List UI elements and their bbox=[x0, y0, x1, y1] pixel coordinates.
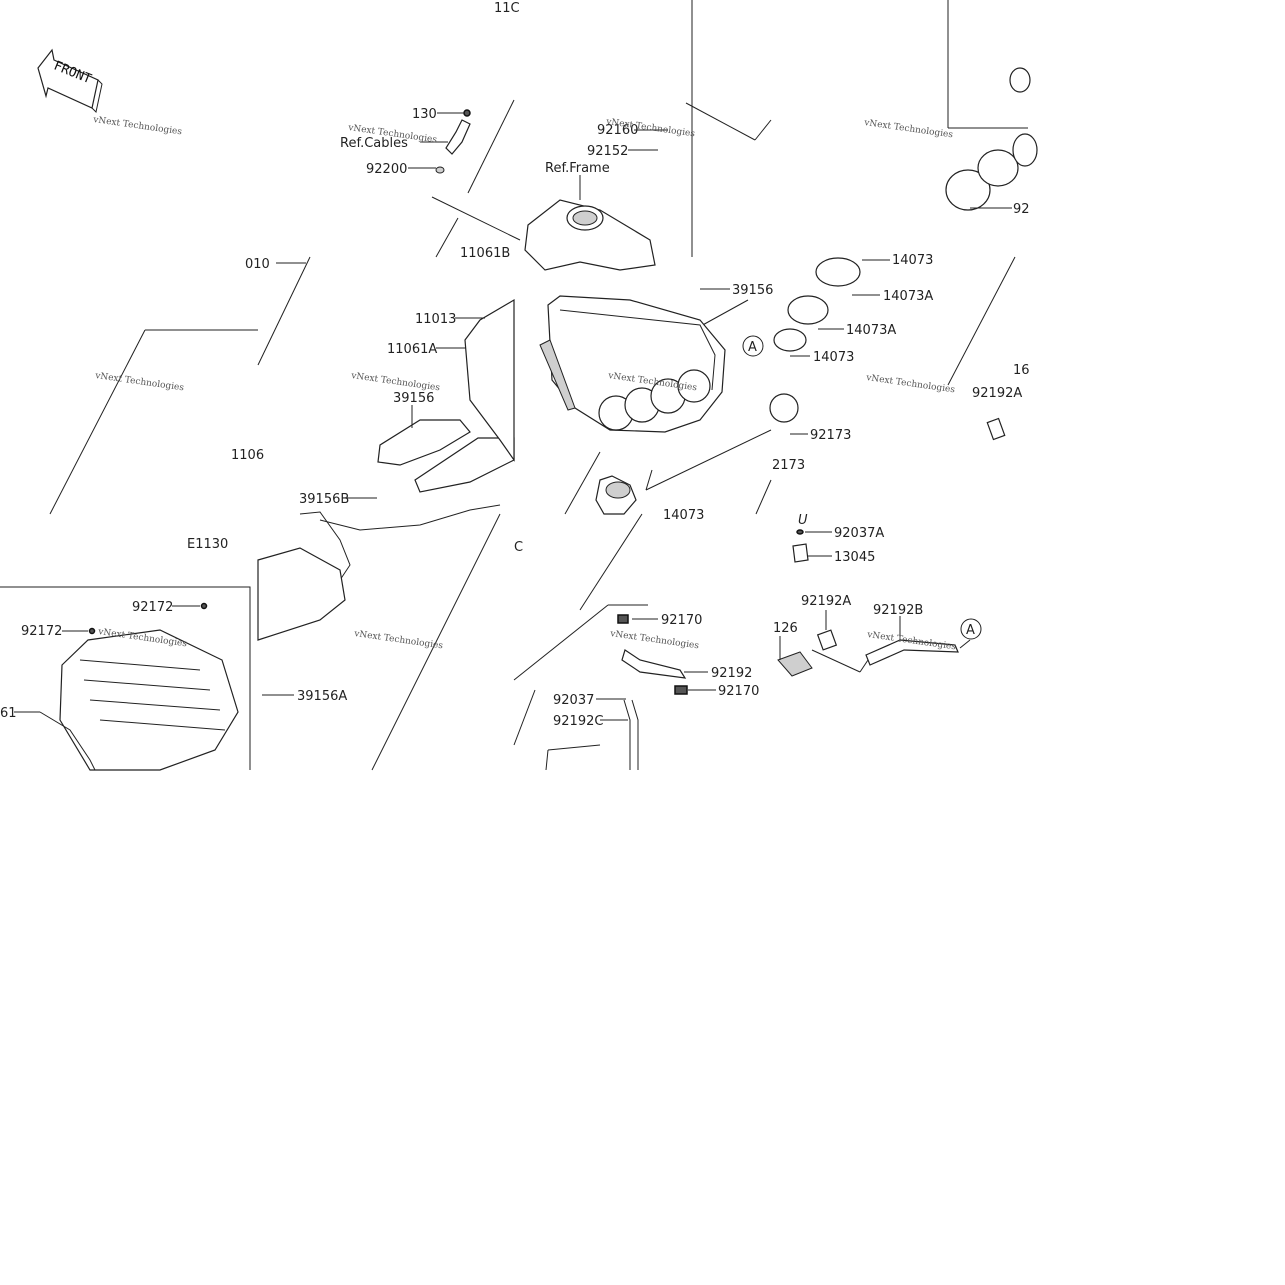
label-14073-3: 14073 bbox=[663, 508, 704, 523]
svg-text:vNext Technologies: vNext Technologies bbox=[94, 371, 185, 394]
part-labels: 11C 130 Ref.Cables 92200 92160 92152 Ref… bbox=[0, 1, 1030, 729]
svg-text:vNext Technologies: vNext Technologies bbox=[863, 118, 954, 141]
svg-text:vNext Technologies: vNext Technologies bbox=[609, 629, 700, 652]
intake-ring-parts bbox=[769, 67, 1038, 441]
label-14073a-2: 14073A bbox=[846, 323, 896, 338]
label-92160: 92160 bbox=[597, 123, 638, 138]
front-arrow-icon: FRONT bbox=[37, 48, 103, 114]
label-ref-cables: Ref.Cables bbox=[340, 136, 408, 151]
label-11061a: 11061A bbox=[387, 342, 437, 357]
label-14073a-1: 14073A bbox=[883, 289, 933, 304]
air-box-assembly bbox=[524, 199, 726, 515]
label-39156b: 39156B bbox=[299, 492, 349, 507]
label-92192a: 92192A bbox=[801, 594, 851, 609]
label-130: 130 bbox=[412, 107, 437, 122]
callout-a-lower: A bbox=[960, 618, 982, 640]
label-92172-2: 92172 bbox=[21, 624, 62, 639]
label-ref-frame: Ref.Frame bbox=[545, 161, 610, 176]
label-92037: 92037 bbox=[553, 693, 594, 708]
label-92192b: 92192B bbox=[873, 603, 923, 618]
label-92-right: 92 bbox=[1013, 202, 1030, 217]
watermarks: vNext Technologies vNext Technologies vN… bbox=[92, 115, 957, 653]
label-92173-2: 2173 bbox=[772, 458, 805, 473]
air-cleaner-cover bbox=[0, 586, 251, 771]
leader-lines bbox=[14, 129, 1012, 721]
label-61: 61 bbox=[0, 706, 17, 721]
label-92172-1: 92172 bbox=[132, 600, 173, 615]
guide-lines bbox=[49, 0, 1028, 771]
label-c: C bbox=[514, 540, 523, 555]
label-13045: 13045 bbox=[834, 550, 875, 565]
label-92170-1: 92170 bbox=[661, 613, 702, 628]
callout-a-upper: A bbox=[742, 335, 764, 357]
label-92152: 92152 bbox=[587, 144, 628, 159]
svg-text:A: A bbox=[748, 340, 757, 355]
hose-parts bbox=[617, 529, 971, 770]
label-92173-1: 92173 bbox=[810, 428, 851, 443]
label-1106: 1106 bbox=[231, 448, 264, 463]
label-11013: 11013 bbox=[415, 312, 456, 327]
label-92192c: 92192C bbox=[553, 714, 603, 729]
section-code: E1130 bbox=[187, 537, 228, 552]
svg-text:vNext Technologies: vNext Technologies bbox=[865, 373, 956, 396]
label-16: 16 bbox=[1013, 363, 1030, 378]
label-14073-2: 14073 bbox=[813, 350, 854, 365]
label-010: 010 bbox=[245, 257, 270, 272]
label-39156a: 39156A bbox=[297, 689, 347, 704]
label-92200: 92200 bbox=[366, 162, 407, 177]
label-39156-left: 39156 bbox=[393, 391, 434, 406]
svg-text:A: A bbox=[966, 623, 975, 638]
label-92192a-right: 92192A bbox=[972, 386, 1022, 401]
bracket-parts bbox=[408, 109, 471, 174]
shield-parts bbox=[257, 298, 515, 641]
label-110-top: 11C bbox=[494, 1, 520, 16]
label-39156-upper: 39156 bbox=[732, 283, 773, 298]
label-126: 126 bbox=[773, 621, 798, 636]
label-92037a: 92037A bbox=[834, 526, 884, 541]
label-92170-2: 92170 bbox=[718, 684, 759, 699]
label-92192: 92192 bbox=[711, 666, 752, 681]
svg-text:vNext Technologies: vNext Technologies bbox=[353, 629, 444, 652]
label-u: U bbox=[798, 513, 808, 528]
svg-text:vNext Technologies: vNext Technologies bbox=[92, 115, 183, 138]
label-11061b: 11061B bbox=[460, 246, 510, 261]
label-14073-1: 14073 bbox=[892, 253, 933, 268]
